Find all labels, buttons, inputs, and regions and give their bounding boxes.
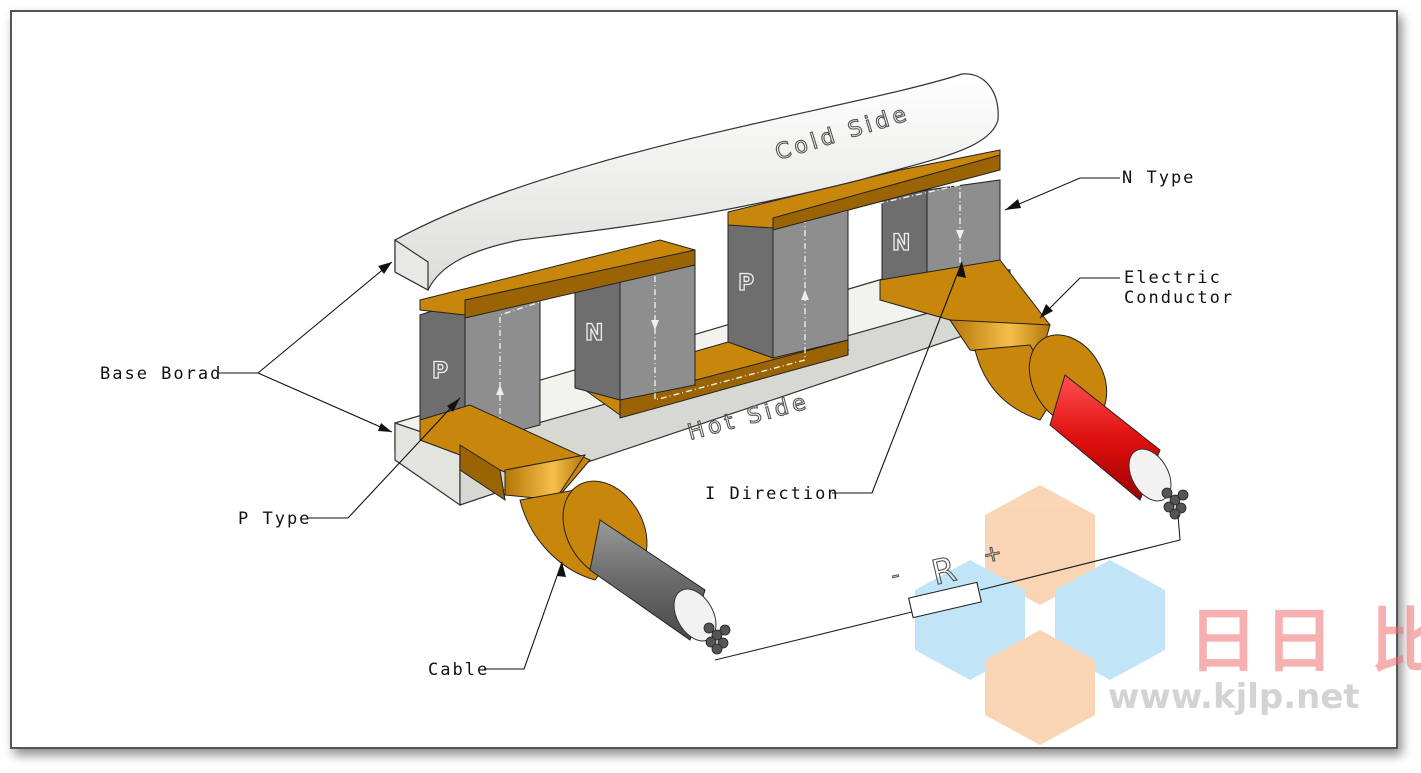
p-leg-mid-right: P (727, 204, 849, 359)
n-leg-right-label: N (892, 231, 910, 256)
leader-lines (218, 177, 1120, 670)
watermark-cube-orange-low (985, 630, 1095, 745)
watermark-cube-orange (985, 485, 1095, 605)
callout-base-board: Base Borad (100, 364, 222, 384)
p-leg-left: P (419, 289, 541, 446)
current-arrows (496, 230, 964, 395)
callout-i-direction: I Direction (705, 484, 840, 504)
cold-side-board (394, 73, 999, 292)
p-leg-mid-right-label: P (738, 271, 754, 296)
watermark-url: www.kjlp.net (1108, 677, 1360, 717)
p-leg-left-label: P (432, 359, 448, 384)
right-cable-strands (1161, 487, 1189, 520)
resistor-minus: - (889, 562, 906, 589)
callout-n-type: N Type (1122, 168, 1195, 188)
callout-p-type: P Type (238, 509, 311, 529)
callout-cable: Cable (428, 660, 489, 680)
cold-copper-top (419, 149, 1001, 319)
watermark-logo: 日日 比晶 (1188, 600, 1421, 682)
leader-arrowheads (378, 199, 1053, 577)
left-cable-strands (703, 622, 731, 655)
external-circuit (714, 514, 1181, 661)
callout-electric-conductor-line1: Electric (1124, 268, 1222, 288)
left-cable (589, 519, 731, 655)
callout-electric-conductor-line2: Conductor (1124, 288, 1234, 308)
n-leg-mid-left: N (574, 264, 696, 401)
resistor (907, 581, 983, 619)
right-cable (1049, 374, 1189, 520)
watermark-cube-blue-right (1055, 560, 1165, 680)
watermark: 日日 比晶 www.kjlp.net (915, 485, 1421, 745)
n-leg-mid-left-label: N (585, 321, 603, 346)
